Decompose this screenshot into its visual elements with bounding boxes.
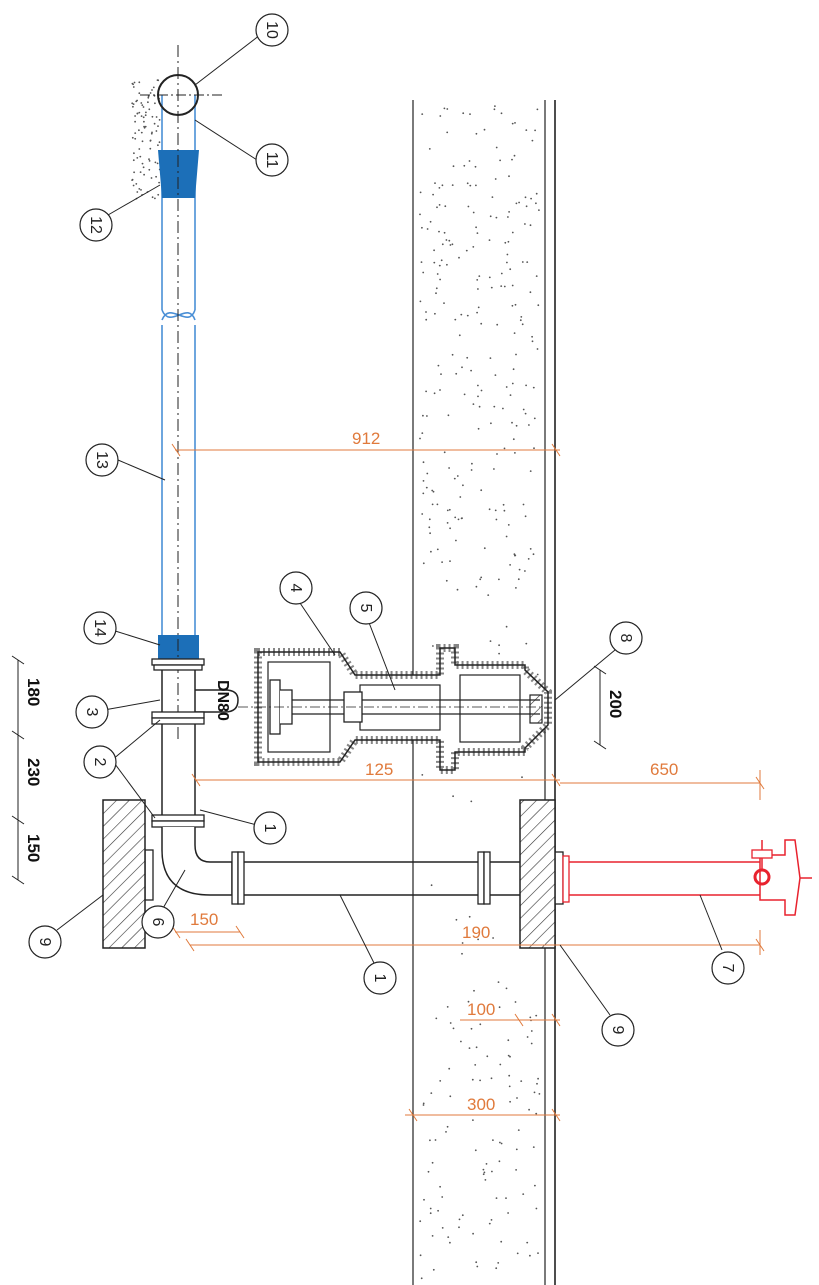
concrete-wall — [412, 100, 556, 1285]
svg-text:10: 10 — [263, 21, 280, 39]
suction-basket — [140, 74, 225, 116]
svg-text:7: 7 — [719, 964, 736, 973]
dim-150-side: 150 — [24, 834, 43, 862]
dim-100: 100 — [467, 1000, 495, 1019]
callout-5: 5 — [349, 591, 383, 625]
svg-text:5: 5 — [357, 604, 374, 613]
svg-text:4: 4 — [287, 584, 304, 593]
callout-4: 4 — [279, 571, 313, 605]
dim-150-elbow: 150 — [190, 910, 218, 929]
callout-10: 10 — [255, 13, 289, 47]
dim-180: 180 — [24, 678, 43, 706]
callout-13: 13 — [85, 443, 119, 477]
callout-8: 8 — [609, 621, 643, 655]
callout-12: 12 — [79, 208, 113, 242]
callout-1-top: 1 — [253, 811, 287, 845]
dim-125: 125 — [365, 760, 393, 779]
dim-300: 300 — [467, 1095, 495, 1114]
callout-2: 2 — [83, 745, 117, 779]
pipe-label-dn80: DN80 — [214, 680, 231, 721]
svg-text:8: 8 — [617, 634, 634, 643]
svg-text:13: 13 — [93, 451, 110, 469]
hydrant-outlet — [562, 839, 812, 916]
svg-text:1: 1 — [371, 974, 388, 983]
pipe-assembly — [144, 658, 564, 905]
svg-text:3: 3 — [83, 708, 100, 717]
svg-text:1: 1 — [261, 824, 278, 833]
callout-6: 6 — [141, 905, 175, 939]
svg-text:14: 14 — [91, 619, 108, 637]
dim-left-lines — [11, 655, 25, 885]
concrete-texture — [419, 105, 541, 1280]
svg-text:9: 9 — [36, 938, 53, 947]
callout-11: 11 — [255, 143, 289, 177]
callout-leaders — [56, 34, 723, 1016]
svg-text:6: 6 — [149, 918, 166, 927]
callout-7: 7 — [711, 951, 745, 985]
callout-14: 14 — [83, 611, 117, 645]
dim-230: 230 — [24, 758, 43, 786]
valve-housing — [238, 644, 552, 774]
dim-650: 650 — [650, 760, 678, 779]
svg-text:9: 9 — [609, 1026, 626, 1035]
callout-1-bottom: 1 — [363, 961, 397, 995]
support-block-wall — [519, 799, 556, 949]
svg-text:2: 2 — [91, 758, 108, 767]
dim-200-lines — [593, 665, 607, 750]
callout-3: 3 — [75, 695, 109, 729]
support-block-left — [102, 799, 146, 949]
dim-912: 912 — [352, 429, 380, 448]
dimension-lines — [171, 443, 765, 1122]
svg-text:12: 12 — [87, 216, 104, 234]
callout-9-wall: 9 — [601, 1013, 635, 1047]
soil-texture — [131, 79, 161, 200]
callout-9-left: 9 — [28, 925, 62, 959]
dim-200: 200 — [606, 690, 625, 718]
svg-text:11: 11 — [263, 152, 280, 169]
dim-190: 190 — [462, 923, 490, 942]
